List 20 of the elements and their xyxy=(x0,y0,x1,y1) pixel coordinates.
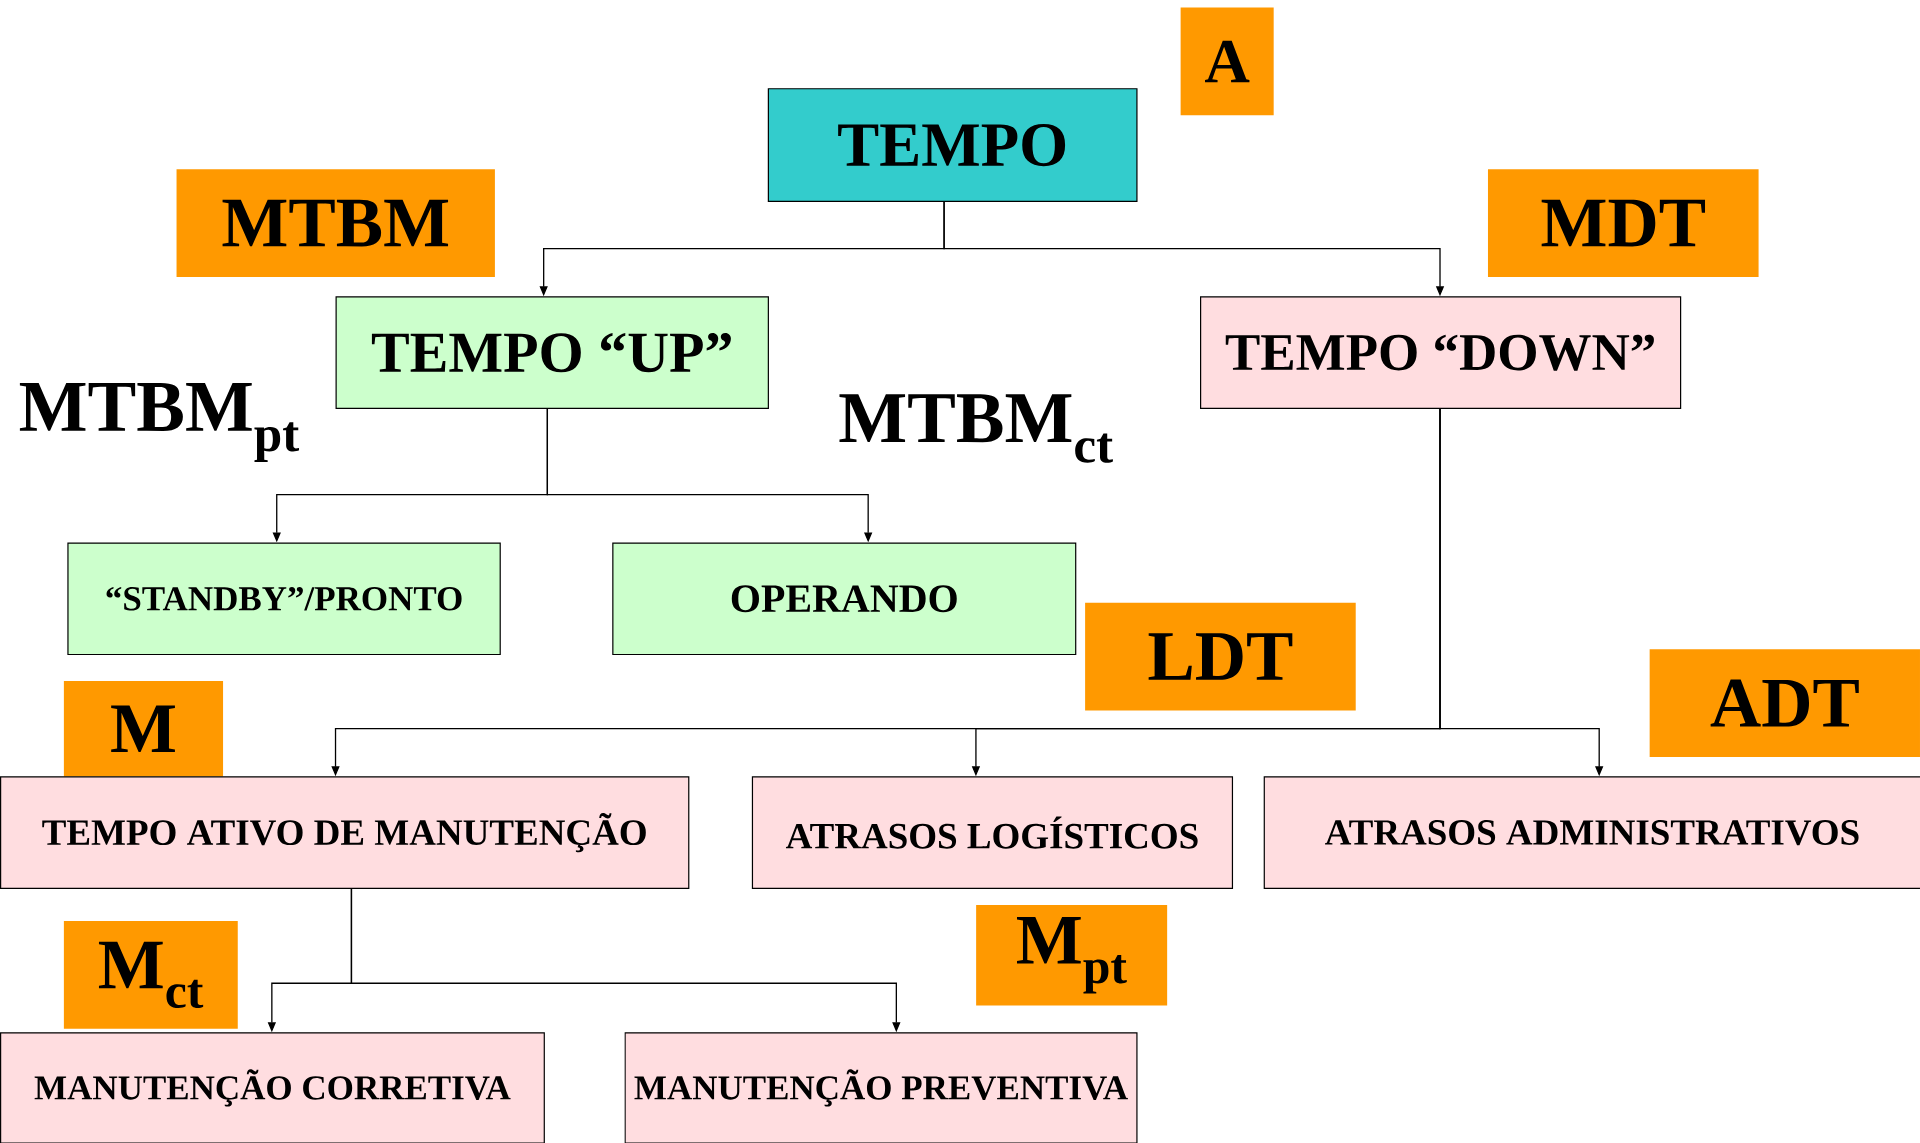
tag-box: A xyxy=(1180,7,1274,116)
category-box: ATRASOS LOGÍSTICOS xyxy=(751,776,1234,889)
measure-label: MTBM$_{pt}$ xyxy=(19,383,299,462)
tag-box: MDT xyxy=(1487,169,1759,277)
category-box: ATRASOS ADMINISTRATIVOS xyxy=(1263,776,1920,889)
tag-box: LDT xyxy=(1085,602,1356,711)
category-box: TEMPO ATIVO DE MANUTENÇÃO xyxy=(0,776,690,889)
tag-box: ADT xyxy=(1649,649,1920,757)
category-box: “STANDBY”/PRONTO xyxy=(67,542,501,656)
category-box: TEMPO “DOWN” xyxy=(1200,296,1682,409)
tag-box: M$_{ct}$ xyxy=(63,921,238,1029)
measure-label: MTBM$_{ct}$ xyxy=(839,394,1113,463)
tag-box: MTBM xyxy=(176,169,495,277)
tag-box: M xyxy=(63,681,224,777)
tag-box: M$_{pt}$ xyxy=(976,905,1168,1006)
category-box: TEMPO “UP” xyxy=(335,296,769,409)
category-box: MANUTENÇÃO PREVENTIVA xyxy=(624,1032,1138,1143)
category-box: MANUTENÇÃO CORRETIVA xyxy=(0,1032,545,1143)
root-box: TEMPO xyxy=(767,88,1138,202)
category-box: OPERANDO xyxy=(612,542,1077,656)
